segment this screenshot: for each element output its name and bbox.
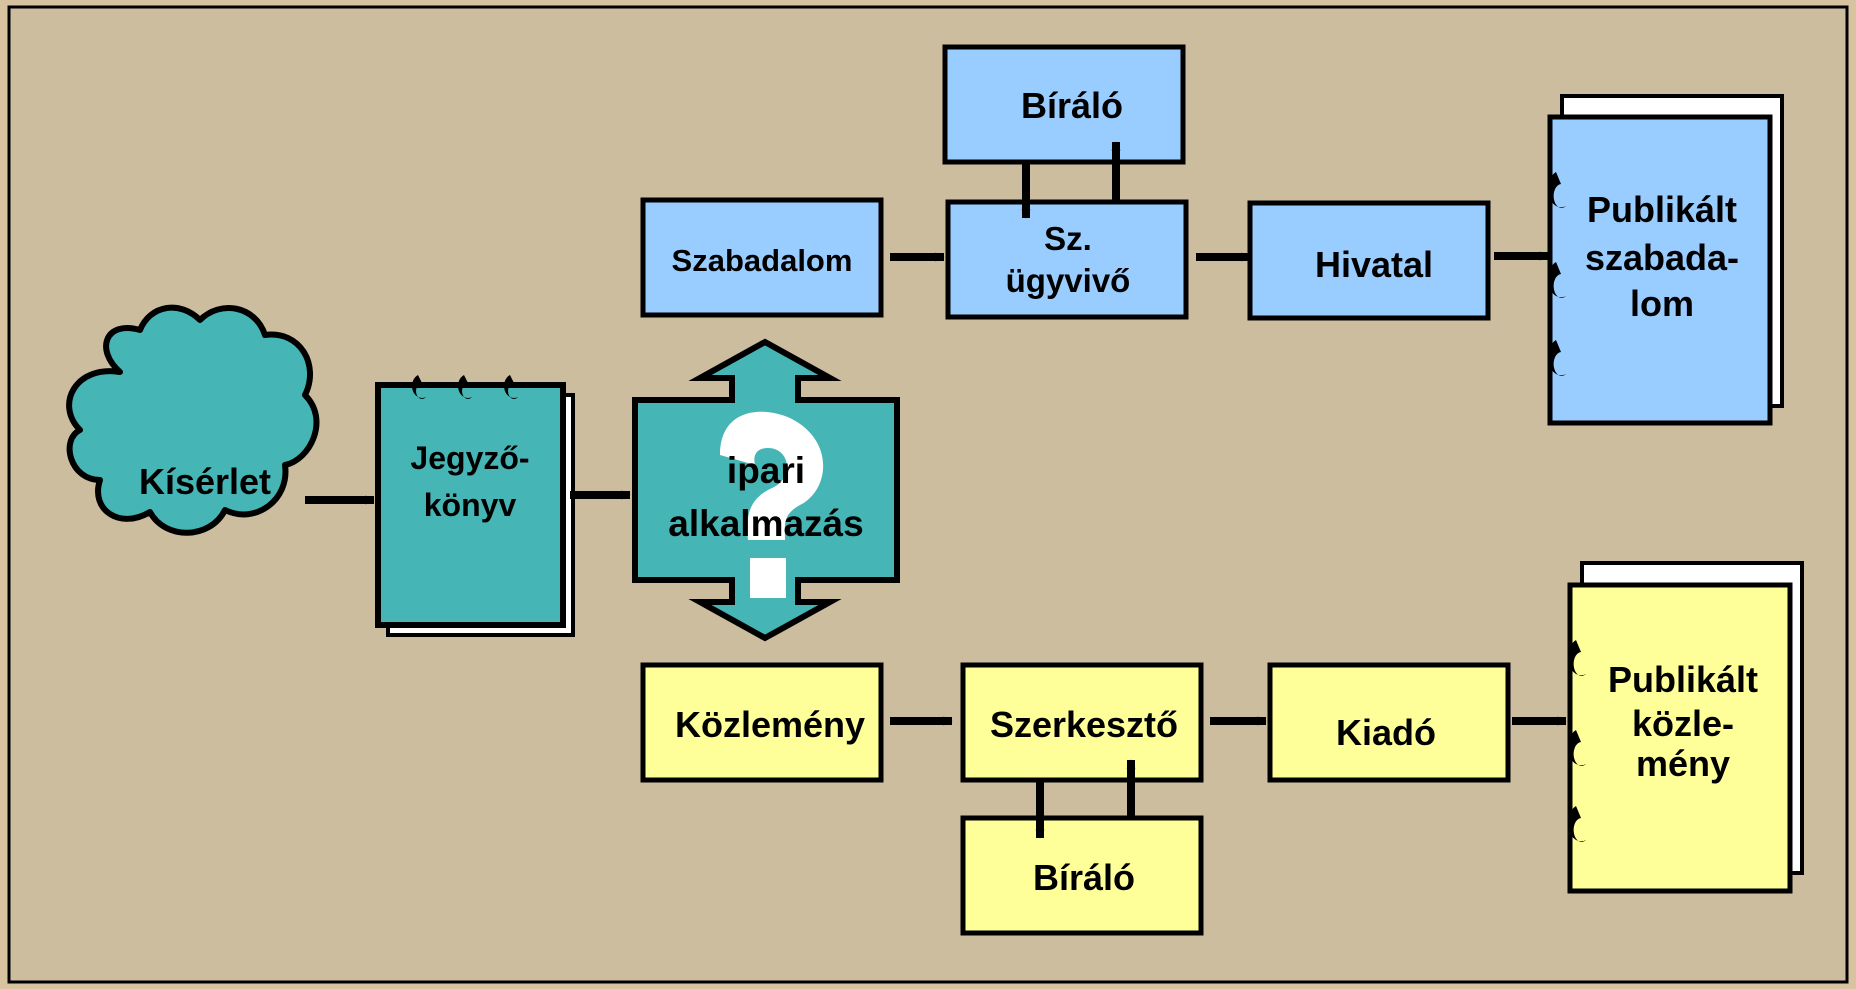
office-box	[1247, 200, 1491, 321]
published-paper-line3: mény	[1636, 743, 1730, 784]
binder-ring-icon	[1547, 172, 1566, 376]
paper-box	[640, 662, 884, 783]
notebook-node: Jegyző- könyv	[375, 375, 575, 637]
paper-label: Közlemény	[675, 704, 865, 745]
attorney-label-line1: Sz.	[1044, 220, 1092, 257]
notebook-label-line1: Jegyző-	[410, 440, 529, 476]
published-paper-line2: közle-	[1632, 703, 1734, 744]
published-paper-line1: Publikált	[1608, 659, 1758, 700]
question-mark-icon	[720, 411, 824, 598]
attorney-box	[945, 199, 1189, 320]
publisher-label: Kiadó	[1336, 712, 1436, 753]
editor-reviewer-label: Bíráló	[1033, 857, 1135, 898]
industrial-label-line1: ipari	[727, 450, 805, 491]
patent-box	[640, 197, 884, 318]
publication-branch: Közlemény Szerkesztő Bíráló Kiadó Publik…	[640, 561, 1804, 936]
patent-branch: Szabadalom Sz. ügyvivő Bíráló Hivatal Pu…	[640, 44, 1784, 426]
notebook-spiral-icon	[411, 375, 518, 399]
experiment-cloud: Kísérlet	[66, 304, 320, 536]
published-patent-line1: Publikált	[1587, 189, 1737, 230]
publisher-box	[1267, 662, 1511, 783]
published-paper-front-page	[1567, 582, 1793, 894]
diagram-background	[7, 5, 1849, 984]
attorney-reviewer-box	[942, 44, 1186, 165]
editor-box	[960, 662, 1204, 783]
editor-reviewer-box	[960, 815, 1204, 936]
experiment-label: Kísérlet	[139, 461, 271, 502]
industrial-application-node: ipari alkalmazás	[632, 338, 900, 642]
industrial-label-line2: alkalmazás	[668, 503, 863, 544]
notebook-label-line2: könyv	[424, 487, 517, 523]
published-paper-document: Publikált közle- mény	[1567, 561, 1804, 894]
office-label: Hivatal	[1315, 244, 1433, 285]
editor-label: Szerkesztő	[990, 704, 1178, 745]
double-arrow-shape	[632, 338, 900, 642]
attorney-label-line2: ügyvivő	[1006, 262, 1131, 299]
published-patent-document: Publikált szabada- lom	[1547, 94, 1784, 426]
attorney-reviewer-label: Bíráló	[1021, 85, 1123, 126]
notebook-front-page	[375, 382, 566, 628]
cloud-shape	[66, 304, 320, 536]
published-patent-line2: szabada-	[1585, 237, 1739, 278]
published-patent-line3: lom	[1630, 283, 1694, 324]
binder-ring-icon	[1567, 640, 1586, 842]
patent-label: Szabadalom	[672, 243, 853, 278]
